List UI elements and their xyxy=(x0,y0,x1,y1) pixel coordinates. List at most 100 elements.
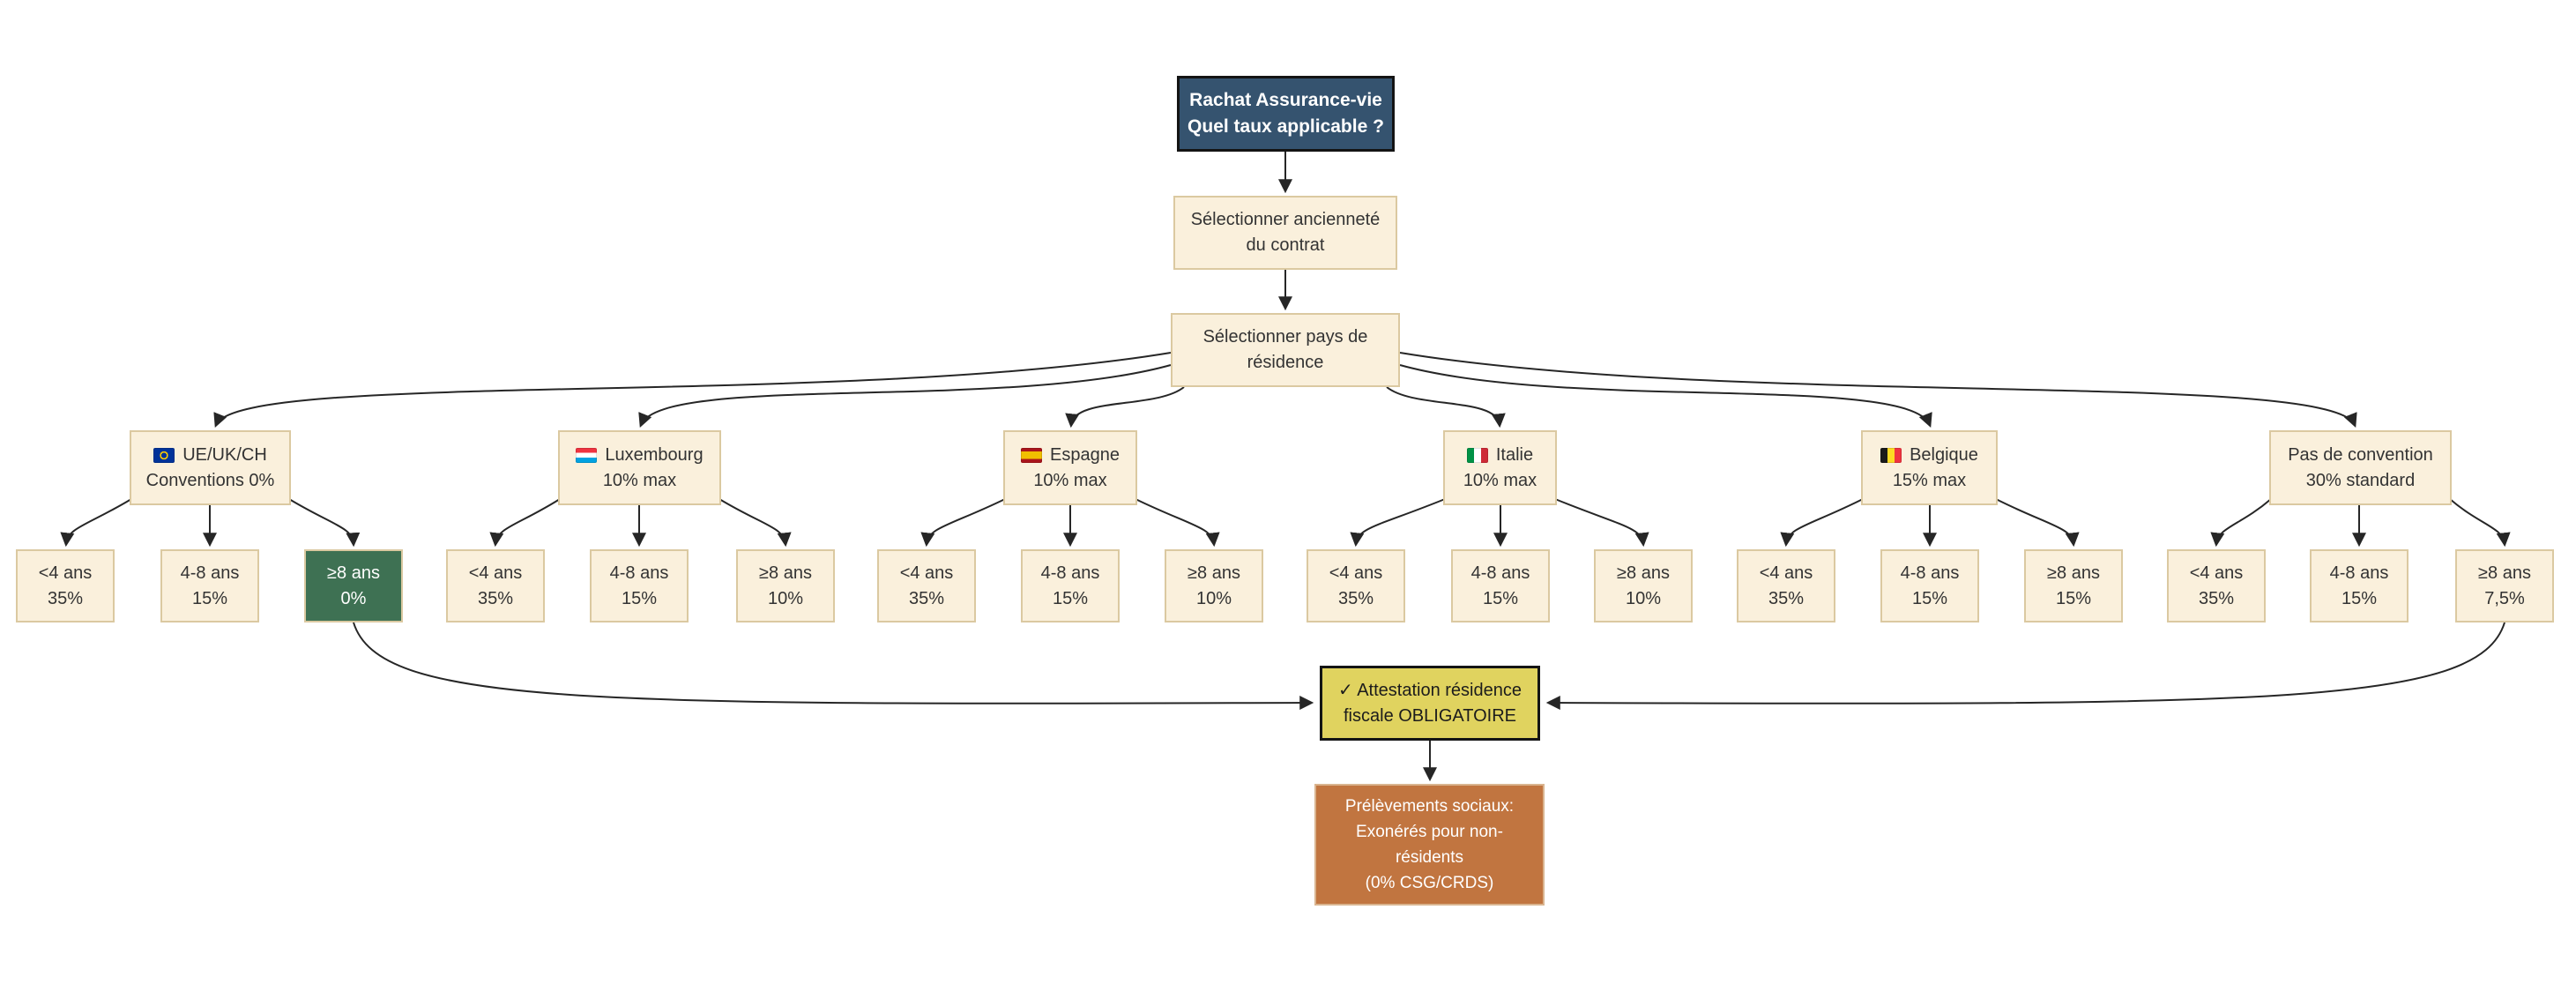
edge-ue-lt4 xyxy=(60,498,132,548)
step-pays-line2: résidence xyxy=(1247,353,1324,372)
edge-lux-ge8 xyxy=(718,498,792,548)
country-name: UE/UK/CH xyxy=(182,444,267,465)
edge-ita-lt4 xyxy=(1350,498,1446,548)
edge-esp-ge8 xyxy=(1135,498,1220,548)
social-line2: Exonérés pour non-résidents xyxy=(1356,823,1503,867)
leaf-age: <4 ans xyxy=(899,563,954,583)
leaf-rate: 35% xyxy=(47,588,84,608)
spain-flag-icon xyxy=(1021,447,1043,463)
leaf-age: <4 ans xyxy=(2189,563,2244,583)
leaf-rate: 35% xyxy=(908,588,945,608)
edge-pas-lt4 xyxy=(2210,498,2272,548)
attestation-line2: fiscale OBLIGATOIRE xyxy=(1344,705,1516,726)
country-name: Luxembourg xyxy=(605,444,704,465)
leaf-pas-4-8: 4-8 ans 15% xyxy=(2310,549,2408,622)
edge-75-to-attestation xyxy=(1545,622,2505,711)
leaf-age: <4 ans xyxy=(1329,563,1383,583)
leaf-age: ≥8 ans xyxy=(2047,563,2100,583)
edge-ita-ge8 xyxy=(1554,498,1649,548)
country-rule: 30% standard xyxy=(2305,470,2416,490)
edge-pas-ge8 xyxy=(2449,498,2511,548)
edge-green-to-attestation xyxy=(353,622,1314,711)
country-node-pas-de-convention: Pas de convention 30% standard xyxy=(2269,430,2452,505)
leaf-age: 4-8 ans xyxy=(1040,563,1100,583)
step-anciennete-node: Sélectionner ancienneté du contrat xyxy=(1173,196,1397,270)
leaf-rate: 15% xyxy=(191,588,228,608)
leaf-age: ≥8 ans xyxy=(327,563,380,583)
country-rule: Conventions 0% xyxy=(145,470,275,490)
edge-pays-to-belgique xyxy=(1399,364,1932,428)
attestation-node: ✓ Attestation résidence fiscale OBLIGATO… xyxy=(1320,666,1540,741)
social-levies-node: Prélèvements sociaux: Exonérés pour non-… xyxy=(1314,784,1545,906)
leaf-esp-4-8: 4-8 ans 15% xyxy=(1021,549,1120,622)
country-node-belgique: Belgique 15% max xyxy=(1861,430,1998,505)
edge-bel-lt4 xyxy=(1780,498,1864,548)
luxembourg-flag-icon xyxy=(576,447,598,463)
social-line3: (0% CSG/CRDS) xyxy=(1365,874,1494,892)
step-anciennete-line1: Sélectionner ancienneté xyxy=(1190,210,1381,229)
leaf-pas-lt4: <4 ans 35% xyxy=(2167,549,2266,622)
leaf-rate: 10% xyxy=(1625,588,1662,608)
leaf-rate: 15% xyxy=(1911,588,1948,608)
leaf-rate: 15% xyxy=(621,588,658,608)
country-node-espagne: Espagne 10% max xyxy=(1003,430,1137,505)
leaf-ue-lt4: <4 ans 35% xyxy=(16,549,115,622)
country-name: Pas de convention xyxy=(2288,444,2433,465)
leaf-age: 4-8 ans xyxy=(2329,563,2389,583)
edge-esp-lt4 xyxy=(920,498,1006,548)
country-rule: 15% max xyxy=(1892,470,1967,490)
leaf-bel-lt4: <4 ans 35% xyxy=(1737,549,1835,622)
leaf-age: ≥8 ans xyxy=(759,563,812,583)
leaf-lux-lt4: <4 ans 35% xyxy=(446,549,545,622)
leaf-age: 4-8 ans xyxy=(609,563,669,583)
leaf-rate: 15% xyxy=(2341,588,2378,608)
leaf-lux-ge8: ≥8 ans 10% xyxy=(736,549,835,622)
leaf-age: 4-8 ans xyxy=(1900,563,1960,583)
leaf-age: <4 ans xyxy=(468,563,523,583)
edge-pays-to-pas-convention xyxy=(1399,352,2357,428)
leaf-rate: 15% xyxy=(1052,588,1089,608)
edge-bel-ge8 xyxy=(1995,498,2080,548)
leaf-bel-4-8: 4-8 ans 15% xyxy=(1880,549,1979,622)
leaf-rate: 35% xyxy=(2198,588,2235,608)
leaf-age: ≥8 ans xyxy=(1187,563,1240,583)
leaf-ue-ge8-highlighted: ≥8 ans 0% xyxy=(304,549,403,622)
root-line2: Quel taux applicable ? xyxy=(1187,116,1384,137)
italy-flag-icon xyxy=(1466,447,1488,463)
country-rule: 10% max xyxy=(1463,470,1537,490)
leaf-lux-4-8: 4-8 ans 15% xyxy=(590,549,689,622)
country-name: Belgique xyxy=(1910,444,1978,465)
country-name: Italie xyxy=(1495,444,1534,465)
leaf-age: 4-8 ans xyxy=(180,563,240,583)
step-anciennete-line2: du contrat xyxy=(1246,235,1325,255)
leaf-rate: 35% xyxy=(1337,588,1374,608)
leaf-rate: 0% xyxy=(340,588,367,608)
root-line1: Rachat Assurance-vie xyxy=(1189,90,1382,110)
country-rule: 10% max xyxy=(602,470,677,490)
leaf-ue-4-8: 4-8 ans 15% xyxy=(160,549,259,622)
leaf-esp-lt4: <4 ans 35% xyxy=(877,549,976,622)
country-node-ue-uk-ch: UE/UK/CH Conventions 0% xyxy=(130,430,291,505)
country-node-italie: Italie 10% max xyxy=(1443,430,1557,505)
leaf-age: ≥8 ans xyxy=(1617,563,1670,583)
belgium-flag-icon xyxy=(1880,447,1902,463)
edge-pays-to-espagne xyxy=(1065,386,1185,429)
root-node-rachat: Rachat Assurance-vie Quel taux applicabl… xyxy=(1177,76,1395,152)
country-rule: 10% max xyxy=(1033,470,1107,490)
edge-ue-ge8 xyxy=(288,498,361,548)
leaf-rate: 15% xyxy=(1482,588,1519,608)
leaf-esp-ge8: ≥8 ans 10% xyxy=(1165,549,1263,622)
country-name: Espagne xyxy=(1050,444,1120,465)
leaf-pas-ge8: ≥8 ans 7,5% xyxy=(2455,549,2554,622)
step-pays-line1: Sélectionner pays de xyxy=(1202,327,1368,347)
leaf-age: ≥8 ans xyxy=(2478,563,2531,583)
country-node-luxembourg: Luxembourg 10% max xyxy=(558,430,721,505)
leaf-ita-lt4: <4 ans 35% xyxy=(1307,549,1405,622)
edge-pays-to-ue xyxy=(213,352,1172,428)
leaf-bel-ge8: ≥8 ans 15% xyxy=(2024,549,2123,622)
leaf-rate: 10% xyxy=(767,588,804,608)
leaf-ita-ge8: ≥8 ans 10% xyxy=(1594,549,1693,622)
leaf-rate: 10% xyxy=(1195,588,1232,608)
